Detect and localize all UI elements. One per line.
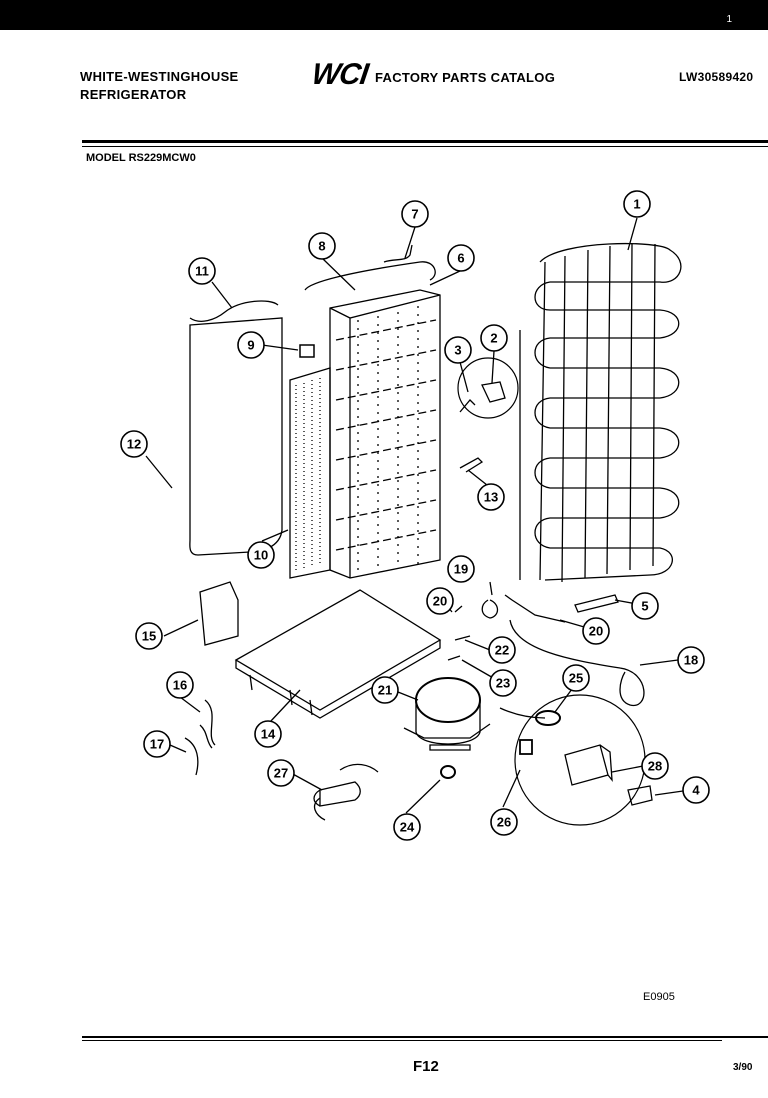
svg-text:22: 22	[495, 643, 509, 658]
callout-1: 1	[623, 190, 651, 218]
callout-8: 8	[308, 232, 336, 260]
svg-text:25: 25	[569, 671, 583, 686]
callout-11: 11	[188, 257, 216, 285]
svg-text:3: 3	[454, 343, 461, 358]
callout-19: 19	[447, 555, 475, 583]
header-rule	[82, 140, 768, 143]
svg-text:23: 23	[496, 676, 510, 691]
svg-text:1: 1	[633, 197, 640, 212]
svg-text:8: 8	[318, 239, 325, 254]
svg-text:2: 2	[490, 331, 497, 346]
svg-text:15: 15	[142, 629, 156, 644]
illustration-code: E0905	[643, 991, 675, 1003]
svg-text:19: 19	[454, 562, 468, 577]
callout-26: 26	[490, 808, 518, 836]
header-brand: WHITE-WESTINGHOUSE REFRIGERATOR	[80, 68, 239, 104]
catalog-title: FACTORY PARTS CATALOG	[375, 70, 556, 85]
svg-text:5: 5	[641, 599, 648, 614]
svg-text:16: 16	[173, 678, 187, 693]
callout-20a: 20	[426, 587, 454, 615]
svg-text:11: 11	[195, 264, 209, 279]
callout-17: 17	[143, 730, 171, 758]
condenser-coil	[519, 242, 682, 583]
heater-loop	[189, 317, 283, 556]
callout-24: 24	[393, 813, 421, 841]
doc-number: LW30589420	[679, 70, 754, 84]
callout-22: 22	[488, 636, 516, 664]
svg-text:10: 10	[254, 548, 268, 563]
callout-16: 16	[166, 671, 194, 699]
footer-rule	[82, 1036, 768, 1038]
callout-5: 5	[631, 592, 659, 620]
exploded-parts-diagram: 1 2 3 4 5 6 7 8 9 10 11 12 13 14 15 16 1…	[120, 190, 710, 841]
callout-21: 21	[371, 676, 399, 704]
svg-text:9: 9	[247, 338, 254, 353]
svg-text:12: 12	[127, 437, 141, 452]
callout-3: 3	[444, 336, 472, 364]
svg-text:7: 7	[411, 207, 418, 222]
svg-text:4: 4	[692, 783, 700, 798]
svg-text:28: 28	[648, 759, 662, 774]
callout-4: 4	[682, 776, 710, 804]
callout-20b: 20	[582, 617, 610, 645]
callout-13: 13	[477, 483, 505, 511]
top-black-bar: 1	[0, 0, 768, 30]
svg-text:27: 27	[274, 766, 288, 781]
evaporator	[329, 289, 441, 579]
callout-23: 23	[489, 669, 517, 697]
callout-7: 7	[401, 200, 429, 228]
evaporator-cover	[289, 367, 331, 579]
compressor	[403, 677, 491, 751]
header-rule-thin	[82, 146, 768, 147]
svg-text:17: 17	[150, 737, 164, 752]
top-marker: 1	[726, 14, 732, 25]
svg-text:20: 20	[589, 624, 603, 639]
manufacturer: WHITE-WESTINGHOUSE	[80, 69, 239, 84]
product-type: REFRIGERATOR	[80, 87, 187, 102]
callout-15: 15	[135, 622, 163, 650]
callout-6: 6	[447, 244, 475, 272]
revision-date: 3/90	[733, 1062, 753, 1073]
svg-text:24: 24	[400, 820, 415, 835]
callout-28: 28	[641, 752, 669, 780]
callout-27: 27	[267, 759, 295, 787]
svg-text:26: 26	[497, 815, 511, 830]
svg-text:13: 13	[484, 490, 498, 505]
model-line: MODEL RS229MCW0	[86, 152, 196, 164]
callout-10: 10	[247, 541, 275, 569]
callout-2: 2	[480, 324, 508, 352]
callout-25: 25	[562, 664, 590, 692]
callout-18: 18	[677, 646, 705, 674]
svg-text:6: 6	[457, 251, 464, 266]
wci-logo: WCI	[309, 58, 370, 91]
callout-9: 9	[237, 331, 265, 359]
callout-14: 14	[254, 720, 282, 748]
callout-12: 12	[120, 430, 148, 458]
svg-text:21: 21	[378, 683, 392, 698]
svg-text:18: 18	[684, 653, 698, 668]
page-number: F12	[413, 1058, 439, 1075]
svg-text:20: 20	[433, 594, 447, 609]
footer-rule-thin	[82, 1040, 722, 1041]
svg-text:14: 14	[261, 727, 276, 742]
